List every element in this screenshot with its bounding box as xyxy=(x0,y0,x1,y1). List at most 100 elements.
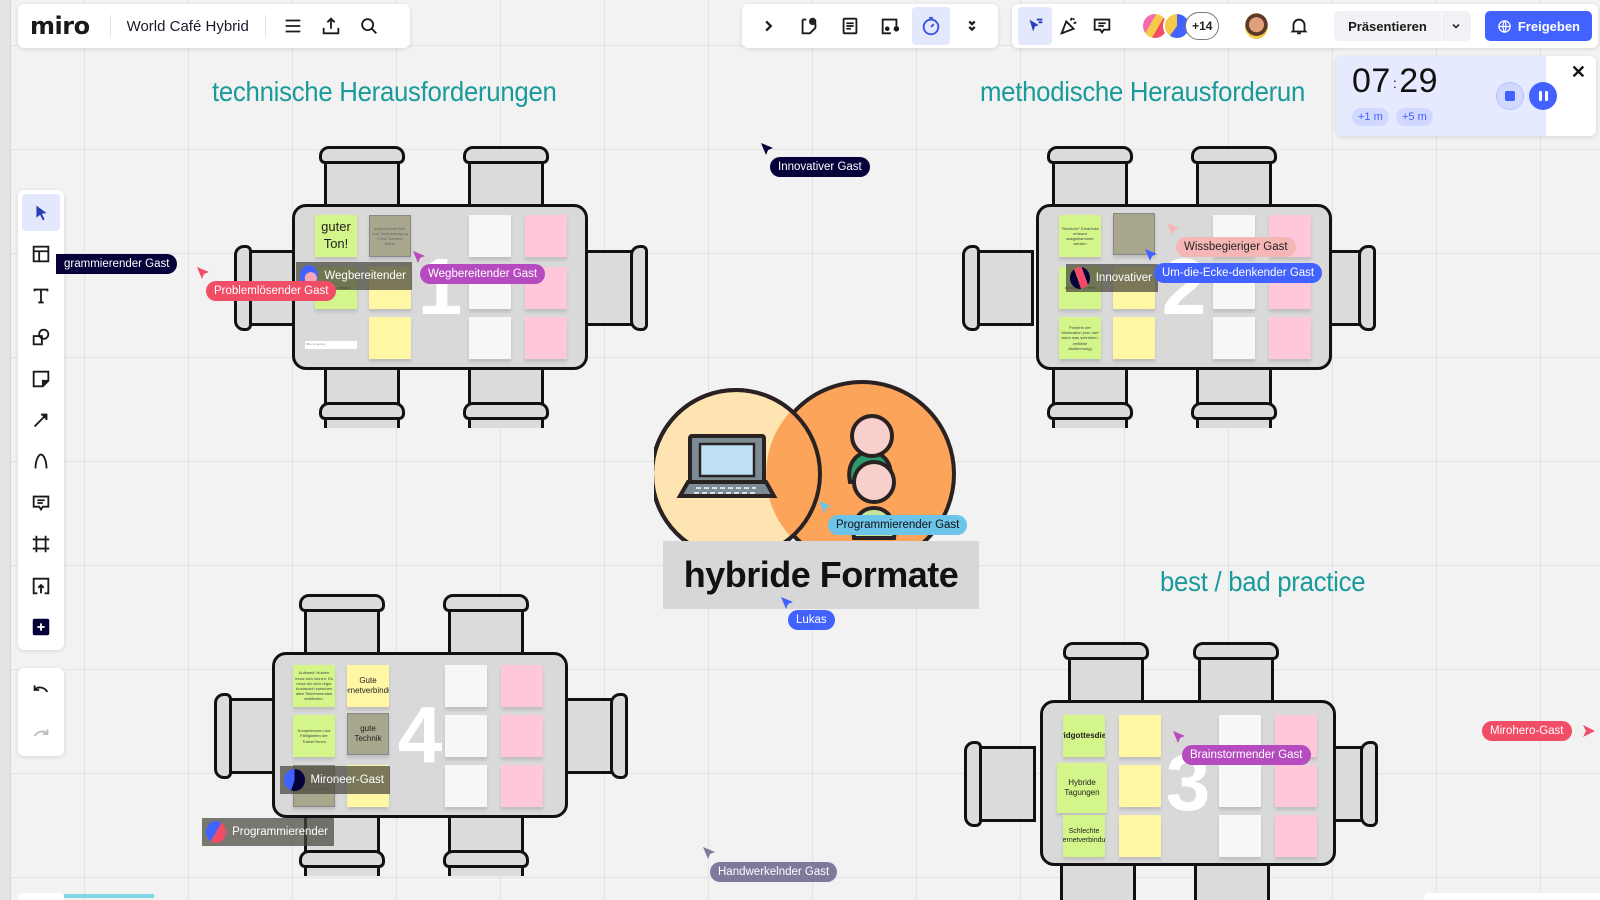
sticky-note[interactable] xyxy=(501,665,543,707)
board-view-button[interactable] xyxy=(790,7,828,45)
reactions-button[interactable] xyxy=(1052,7,1086,45)
collaborator-avatars[interactable]: +14 xyxy=(1141,12,1220,40)
timer-button[interactable] xyxy=(911,7,950,45)
present-button[interactable]: Präsentieren xyxy=(1334,11,1471,41)
avatar xyxy=(206,821,227,843)
cursor-follow-button[interactable] xyxy=(1018,7,1052,45)
undo-button[interactable] xyxy=(22,671,60,709)
sticky-note[interactable] xyxy=(1269,317,1311,359)
hybrid-formats-title-box[interactable]: hybride Formate xyxy=(663,541,979,609)
present-options-button[interactable] xyxy=(1440,11,1471,41)
sticky-note[interactable]: guter Ton! xyxy=(315,215,357,257)
chair-back xyxy=(214,693,232,779)
notifications-button[interactable] xyxy=(1282,7,1316,45)
template-icon xyxy=(32,245,50,263)
upload-tool[interactable] xyxy=(22,567,60,604)
section-title-technical[interactable]: technische Herausforderungen xyxy=(212,76,557,107)
board-title[interactable]: World Café Hybrid xyxy=(126,17,249,35)
section-title-methodical[interactable]: methodische Herausforderun xyxy=(980,76,1306,107)
notes-button[interactable] xyxy=(831,7,869,45)
comment-tool[interactable] xyxy=(22,484,60,521)
share-button[interactable]: Freigeben xyxy=(1484,11,1592,41)
chair-back xyxy=(319,402,405,420)
templates-tool[interactable] xyxy=(22,235,60,272)
user-selection-tag: Innovativer xyxy=(1066,264,1158,292)
sticky-note[interactable]: Hybridgottesdienste xyxy=(1063,715,1105,757)
table-number: 4 xyxy=(397,690,443,779)
sticky-note[interactable] xyxy=(525,317,567,359)
chair-back xyxy=(1191,402,1277,420)
sticky-note[interactable] xyxy=(1275,765,1317,807)
sticky-note[interactable]: Hybride Tagungen xyxy=(1057,763,1107,813)
sticky-note[interactable] xyxy=(469,317,511,359)
export-button[interactable] xyxy=(312,7,350,45)
sticky-note[interactable] xyxy=(1119,765,1161,807)
sticky-note[interactable] xyxy=(1213,317,1255,359)
sticky-note[interactable] xyxy=(469,215,511,257)
sticky-note[interactable]: aufgerichtete Bild- und Tonübertragung (… xyxy=(369,215,411,257)
comment-icon xyxy=(32,495,50,511)
redo-icon xyxy=(33,729,49,737)
sticky-note[interactable] xyxy=(1275,815,1317,857)
collaborator-cursor-label: Handwerkelnder Gast xyxy=(710,862,838,882)
menu-icon xyxy=(285,19,301,33)
sticky-note[interactable]: Kompetenzen und Fähigkeiten der Trainer*… xyxy=(293,715,335,757)
stop-timer-button[interactable] xyxy=(1496,82,1524,110)
more-collaborators-count[interactable]: +14 xyxy=(1185,12,1220,40)
more-apps-tool[interactable] xyxy=(22,609,60,646)
select-tool[interactable] xyxy=(22,194,60,232)
add-1-minute-button[interactable]: +1 m xyxy=(1352,108,1389,126)
shapes-tool[interactable] xyxy=(22,318,60,355)
sticky-note[interactable] xyxy=(501,765,543,807)
text-tool[interactable] xyxy=(22,277,60,314)
sticky-note[interactable]: "Sinnliche" Eindrücke müssen ausgeklamme… xyxy=(1059,215,1101,257)
sticky-note[interactable] xyxy=(501,715,543,757)
comments-button[interactable] xyxy=(1086,7,1120,45)
bottom-left-panel[interactable] xyxy=(18,893,64,900)
sticky-note[interactable] xyxy=(1119,815,1161,857)
sticky-note[interactable] xyxy=(445,765,487,807)
plus-icon xyxy=(32,619,50,636)
sticky-note[interactable] xyxy=(1219,765,1261,807)
chair xyxy=(578,250,640,326)
table-1[interactable]: 1 guter Ton! aufgerichtete Bild- und Ton… xyxy=(232,146,652,436)
sticky-note[interactable]: gute Technik xyxy=(347,713,389,755)
sticky-note[interactable] xyxy=(525,215,567,257)
pause-timer-button[interactable] xyxy=(1529,82,1557,110)
sticky-note[interactable]: Aufwand: Nutzen muss sich lohnen. Es mus… xyxy=(293,665,335,707)
upload-icon xyxy=(32,577,50,595)
more-apps-button[interactable] xyxy=(953,7,991,45)
add-5-minutes-button[interactable]: +5 m xyxy=(1396,108,1433,126)
search-button[interactable] xyxy=(350,7,388,45)
pen-tool[interactable] xyxy=(22,443,60,480)
text-input-box[interactable]: Bitte eingeben... xyxy=(305,341,357,349)
menu-button[interactable] xyxy=(274,7,312,45)
sticky-note[interactable] xyxy=(1119,715,1161,757)
sticky-note[interactable]: Problem der Moderation (wer darf wann wa… xyxy=(1059,317,1101,359)
avatar xyxy=(284,769,305,791)
sticky-note[interactable]: Schlechte Internetverbindung xyxy=(1063,815,1105,857)
frame-tool[interactable] xyxy=(22,526,60,563)
my-avatar[interactable] xyxy=(1243,11,1271,41)
close-timer-button[interactable]: ✕ xyxy=(1570,62,1586,82)
pause-icon xyxy=(1538,91,1542,101)
sticky-note[interactable] xyxy=(1113,317,1155,359)
offscreen-cursor-arrow-icon xyxy=(1583,725,1595,737)
user-selection-tag: Mironeer-Gast xyxy=(280,766,390,794)
sticky-note[interactable] xyxy=(445,665,487,707)
sticky-note[interactable] xyxy=(369,317,411,359)
expand-button[interactable] xyxy=(749,7,787,45)
sticky-note[interactable] xyxy=(1219,815,1261,857)
miro-logo[interactable]: miro xyxy=(30,12,90,40)
sticky-note[interactable] xyxy=(1113,213,1155,255)
bottom-right-panel[interactable] xyxy=(1424,893,1600,900)
sticky-note[interactable]: Gute Internetverbindung xyxy=(347,665,389,707)
table-2[interactable]: 2 "Sinnliche" Eindrücke müssen ausgeklam… xyxy=(960,146,1380,436)
connection-line-tool[interactable] xyxy=(22,401,60,438)
sticky-note[interactable] xyxy=(445,715,487,757)
sticky-note-tool[interactable] xyxy=(22,360,60,397)
section-title-practice[interactable]: best / bad practice xyxy=(1160,566,1366,597)
redo-button[interactable] xyxy=(22,715,60,753)
table-3[interactable]: 3 Hybridgottesdienste Hybride Tagungen S… xyxy=(962,642,1382,900)
card-button[interactable] xyxy=(871,7,909,45)
